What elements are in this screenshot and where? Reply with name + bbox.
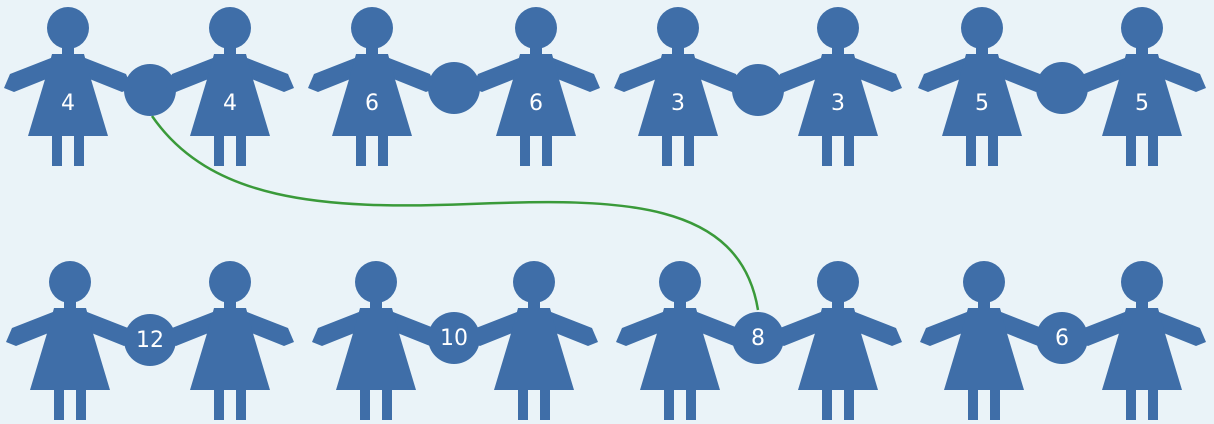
top-row: 4 4 6 6 3 3 5 5 — [4, 7, 1206, 166]
bottom-pair-1: 12 — [6, 261, 294, 420]
top-pair-2: 6 6 — [308, 7, 600, 166]
bottom-pair-2-right-figure — [470, 261, 598, 420]
top-pair-2-right-number: 6 — [529, 91, 543, 116]
top-pair-1-left-number: 4 — [61, 91, 75, 116]
top-pair-2-left-figure — [308, 7, 436, 166]
top-pair-3-left-figure — [614, 7, 742, 166]
top-pair-1-right-figure — [166, 7, 294, 166]
top-pair-3-right-figure — [774, 7, 902, 166]
bottom-pair-3-left-figure — [616, 261, 744, 420]
top-pair-2-left-number: 6 — [365, 91, 379, 116]
top-pair-2-right-figure — [472, 7, 600, 166]
top-pair-4-left-number: 5 — [975, 91, 989, 116]
top-pair-1: 4 4 — [4, 7, 294, 166]
top-pair-3-right-number: 3 — [831, 91, 845, 116]
top-pair-3-left-number: 3 — [671, 91, 685, 116]
top-pair-1-ball — [124, 64, 176, 116]
top-pair-4-left-figure — [918, 7, 1046, 166]
bottom-pair-3-ball-number: 8 — [751, 326, 765, 351]
top-pair-4-right-number: 5 — [1135, 91, 1149, 116]
bottom-pair-3: 8 — [616, 261, 902, 420]
bottom-pair-4-ball-number: 6 — [1055, 326, 1069, 351]
bottom-pair-2: 10 — [312, 261, 598, 420]
top-pair-3-ball — [732, 64, 784, 116]
bottom-pair-4: 6 — [920, 261, 1206, 420]
bottom-pair-1-ball-number: 12 — [136, 328, 164, 353]
bottom-pair-3-right-figure — [774, 261, 902, 420]
bottom-pair-2-left-figure — [312, 261, 440, 420]
top-pair-3: 3 3 — [614, 7, 902, 166]
bottom-pair-4-left-figure — [920, 261, 1048, 420]
top-pair-4: 5 5 — [918, 7, 1206, 166]
bottom-pair-2-ball-number: 10 — [440, 326, 468, 351]
top-pair-1-right-number: 4 — [223, 91, 237, 116]
bottom-pair-1-left-figure — [6, 261, 134, 420]
bottom-row: 12 10 8 6 — [6, 261, 1206, 420]
bottom-pair-4-right-figure — [1078, 261, 1206, 420]
top-pair-1-left-figure — [4, 7, 132, 166]
bottom-pair-1-right-figure — [166, 261, 294, 420]
top-pair-4-right-figure — [1078, 7, 1206, 166]
